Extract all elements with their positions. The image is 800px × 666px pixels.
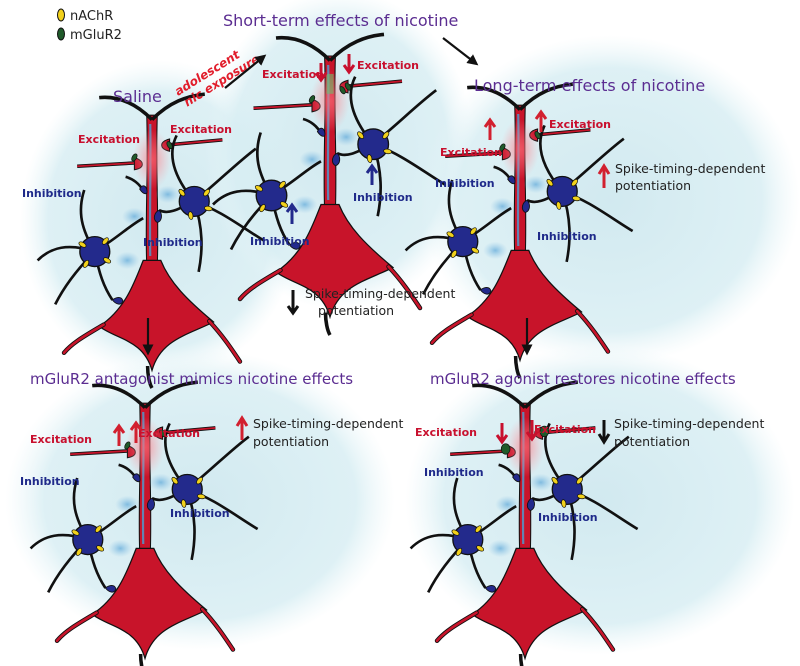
agon-stdp-line2: potentiation [614, 434, 690, 449]
agon-excitation-left: Excitation [415, 426, 477, 439]
agon-arrows [495, 420, 611, 445]
title-saline: Saline [113, 87, 162, 106]
long-excitation-right: Excitation [549, 118, 611, 131]
neuron-agonist [411, 382, 638, 666]
short-stdp-down-arrow [286, 290, 300, 316]
antag-stdp-up-arrow [235, 415, 249, 440]
agon-inhibition-left: Inhibition [424, 466, 484, 479]
short-inhibition-right: Inhibition [353, 191, 413, 204]
agon-excitation-right: Excitation [534, 423, 596, 436]
long-inhibition-left: Inhibition [435, 177, 495, 190]
antag-stdp-line2: potentiation [253, 434, 329, 449]
arrow-saline-to-short [224, 54, 267, 89]
antag-excitation-left: Excitation [30, 433, 92, 446]
long-inhibition-right: Inhibition [537, 230, 597, 243]
saline-inhibition-right: Inhibition [143, 236, 203, 249]
short-inh-up-left [285, 202, 299, 224]
long-stdp-line1: Spike-timing-dependent [615, 161, 765, 176]
long-excitation-left: Excitation [440, 146, 502, 159]
blob-agonist [405, 345, 795, 655]
saline-excitation-right: Excitation [170, 123, 232, 136]
short-excitation-left: Excitation [262, 68, 324, 81]
long-stdp-line2: potentiation [615, 178, 691, 193]
short-arrows [285, 54, 379, 224]
title-agonist: mGluR2 agonist restores nicotine effects [430, 370, 736, 388]
agon-stdp-down-arrow [597, 420, 611, 445]
title-antagonist: mGluR2 antagonist mimics nicotine effect… [30, 370, 353, 388]
short-stdp-line2: potentiation [318, 303, 394, 318]
short-exc-down-left [314, 63, 328, 83]
long-stdp-up-arrow [597, 163, 611, 188]
antag-inhibition-left: Inhibition [20, 475, 80, 488]
agon-stdp-line1: Spike-timing-dependent [614, 416, 764, 431]
antag-stdp-line1: Spike-timing-dependent [253, 416, 403, 431]
short-stdp-line1: Spike-timing-dependent [305, 286, 455, 301]
short-excitation-right: Excitation [357, 59, 419, 72]
short-inhibition-left: Inhibition [250, 235, 310, 248]
title-long-term: Long-term effects of nicotine [474, 76, 705, 95]
legend: nAChR mGluR2 [57, 8, 122, 43]
short-exc-down-right [342, 54, 356, 75]
saline-excitation-left: Excitation [78, 133, 140, 146]
long-arrows [483, 109, 611, 188]
nachr-icon [57, 8, 65, 22]
legend-label-mglur2: mGluR2 [70, 28, 122, 43]
antag-excitation-right: Excitation [138, 427, 200, 440]
legend-label-nachr: nAChR [70, 9, 113, 24]
agon-inhibition-right: Inhibition [538, 511, 598, 524]
flow-arrows [142, 37, 533, 356]
blob-antagonist [5, 350, 395, 650]
short-inh-up-right [365, 163, 379, 185]
antag-arrows [112, 415, 249, 446]
saline-inhibition-left: Inhibition [22, 187, 82, 200]
antag-inhibition-right: Inhibition [170, 507, 230, 520]
arrow-short-to-long [442, 37, 479, 66]
neuron-short-term [213, 34, 445, 335]
title-short-term: Short-term effects of nicotine [223, 11, 458, 30]
mglur2-icon [57, 27, 65, 41]
